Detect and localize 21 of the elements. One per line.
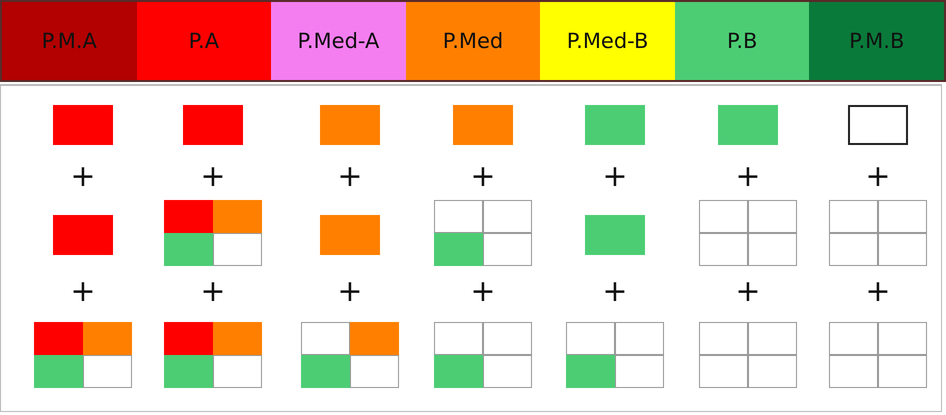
plus-sign: + xyxy=(734,162,762,192)
plus-sign: + xyxy=(69,277,97,307)
plus-sign: + xyxy=(69,162,97,192)
plus-sign: + xyxy=(601,277,629,307)
header-cell: P.A xyxy=(136,2,272,80)
header-cell: P.Med xyxy=(406,2,540,80)
header-cell: P.M.A xyxy=(2,2,137,80)
header-cell: P.Med-B xyxy=(540,2,675,80)
header-cell: P.M.B xyxy=(809,2,944,80)
plus-sign: + xyxy=(864,162,892,192)
header-cell: P.B xyxy=(674,2,810,80)
plus-sign: + xyxy=(336,277,364,307)
plus-sign: + xyxy=(469,277,497,307)
plus-sign: + xyxy=(199,162,227,192)
plus-sign: + xyxy=(336,162,364,192)
plus-sign: + xyxy=(734,277,762,307)
plus-sign: + xyxy=(864,277,892,307)
header-cell: P.Med-A xyxy=(271,2,406,80)
plus-sign: + xyxy=(601,162,629,192)
plus-sign: + xyxy=(199,277,227,307)
plus-sign: + xyxy=(469,162,497,192)
